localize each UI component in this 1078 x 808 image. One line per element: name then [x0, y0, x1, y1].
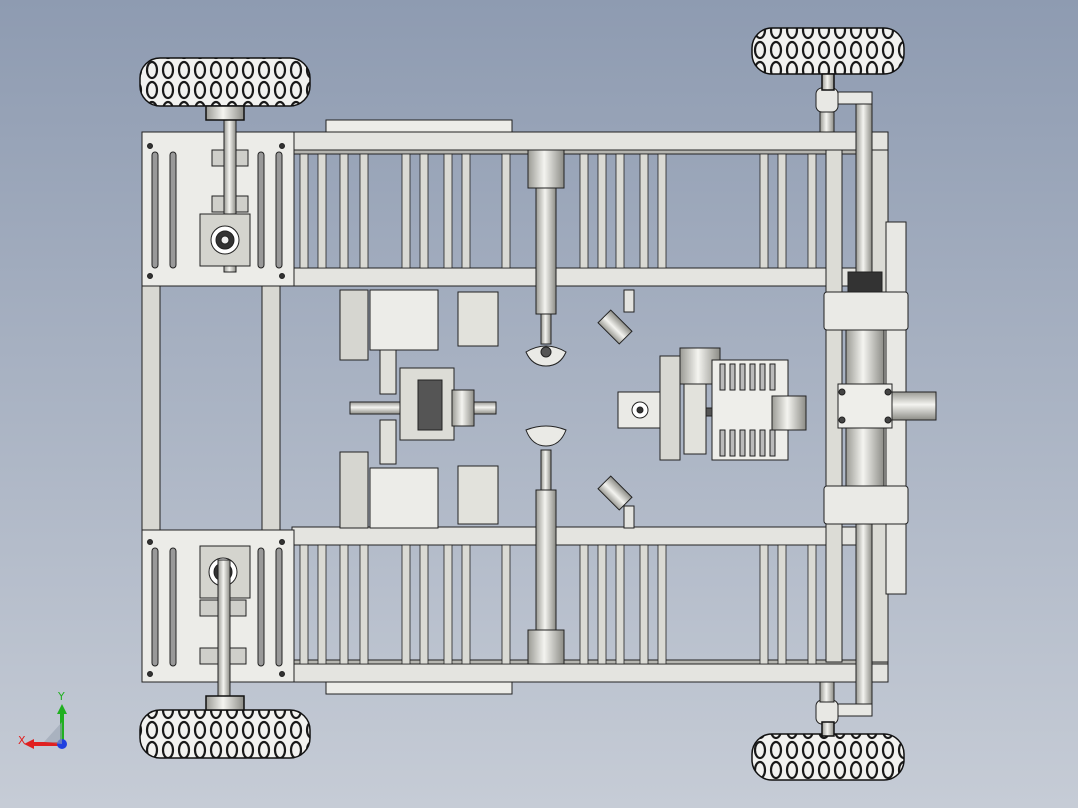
cross-member-upper — [657, 153, 667, 269]
housing-fin — [729, 363, 736, 391]
housing-fin — [759, 429, 766, 457]
cross-member-upper — [639, 153, 649, 269]
plate-bolt — [279, 539, 285, 545]
lower-inner-rail — [291, 526, 889, 546]
housing-fin — [769, 429, 776, 457]
plate-bolt — [147, 671, 153, 677]
cross-member-lower — [657, 544, 667, 665]
cross-member-lower — [579, 544, 589, 665]
cross-member-lower — [419, 544, 429, 665]
cross-member-lower — [401, 544, 411, 665]
cross-member-lower — [359, 544, 369, 665]
cross-member-upper — [501, 153, 511, 269]
cross-member-upper — [615, 153, 625, 269]
left-rail-a — [141, 285, 161, 531]
plate-slot — [151, 547, 159, 667]
cross-member-lower — [339, 544, 349, 665]
x-arrowhead — [24, 739, 34, 749]
upper-left-mount-plate — [141, 111, 295, 287]
housing-fin — [739, 363, 746, 391]
plate-slot — [257, 151, 265, 269]
cross-member-lower — [501, 544, 511, 665]
cross-member-upper — [597, 153, 607, 269]
cross-member-lower — [317, 544, 327, 665]
cross-member-upper — [807, 153, 817, 269]
gear-motor-assembly — [617, 347, 807, 461]
wheel-front-right — [751, 721, 905, 781]
cross-member-upper — [299, 153, 309, 269]
wheel-front-left — [751, 27, 905, 91]
cross-member-lower — [461, 544, 471, 665]
plate-bolt — [147, 273, 153, 279]
x-axis-label: X — [18, 734, 26, 747]
plate-slot — [275, 151, 283, 269]
top-rail — [291, 131, 889, 151]
bottom-rail — [291, 663, 889, 683]
nozzles — [597, 289, 635, 529]
front-axle-assembly — [815, 87, 937, 725]
housing-fin — [759, 363, 766, 391]
cross-member-lower — [597, 544, 607, 665]
cross-member-upper — [777, 153, 787, 269]
plate-slot — [275, 547, 283, 667]
housing-fin — [719, 363, 726, 391]
coordinate-triad: X Y — [18, 690, 67, 749]
plate-slot — [257, 547, 265, 667]
y-arrowhead — [57, 704, 67, 714]
center-motor-assembly — [339, 289, 499, 529]
lower-actuator — [525, 425, 567, 665]
wheel-rear-left — [139, 57, 311, 121]
plate-bolt — [279, 273, 285, 279]
cross-member-upper — [759, 153, 769, 269]
upper-actuator — [525, 149, 567, 367]
cross-member-upper — [317, 153, 327, 269]
y-axis-label: Y — [57, 690, 65, 703]
cross-member-upper — [461, 153, 471, 269]
housing-fin — [749, 429, 756, 457]
cross-member-upper — [443, 153, 453, 269]
cross-member-lower — [299, 544, 309, 665]
housing-fin — [769, 363, 776, 391]
cross-member-lower — [615, 544, 625, 665]
plate-slot — [151, 151, 159, 269]
cross-member-upper — [579, 153, 589, 269]
housing-fin — [729, 429, 736, 457]
cross-member-upper — [401, 153, 411, 269]
cross-member-upper — [339, 153, 349, 269]
cross-member-lower — [443, 544, 453, 665]
cross-member-lower — [759, 544, 769, 665]
housing-fin — [719, 429, 726, 457]
cross-member-lower — [777, 544, 787, 665]
plate-slot — [169, 547, 177, 667]
cross-member-upper — [419, 153, 429, 269]
plate-slot — [169, 151, 177, 269]
left-rail-b — [261, 285, 281, 531]
plate-bolt — [279, 671, 285, 677]
plate-bolt — [279, 143, 285, 149]
housing-fin — [749, 363, 756, 391]
cross-members — [299, 153, 817, 665]
housing-fin — [739, 429, 746, 457]
cross-member-upper — [359, 153, 369, 269]
cross-member-lower — [639, 544, 649, 665]
cross-member-lower — [807, 544, 817, 665]
lower-left-mount-plate — [141, 529, 295, 711]
upper-inner-rail — [291, 267, 889, 287]
plate-bolt — [147, 143, 153, 149]
plate-bolt — [147, 539, 153, 545]
wheel-rear-right — [139, 695, 311, 759]
